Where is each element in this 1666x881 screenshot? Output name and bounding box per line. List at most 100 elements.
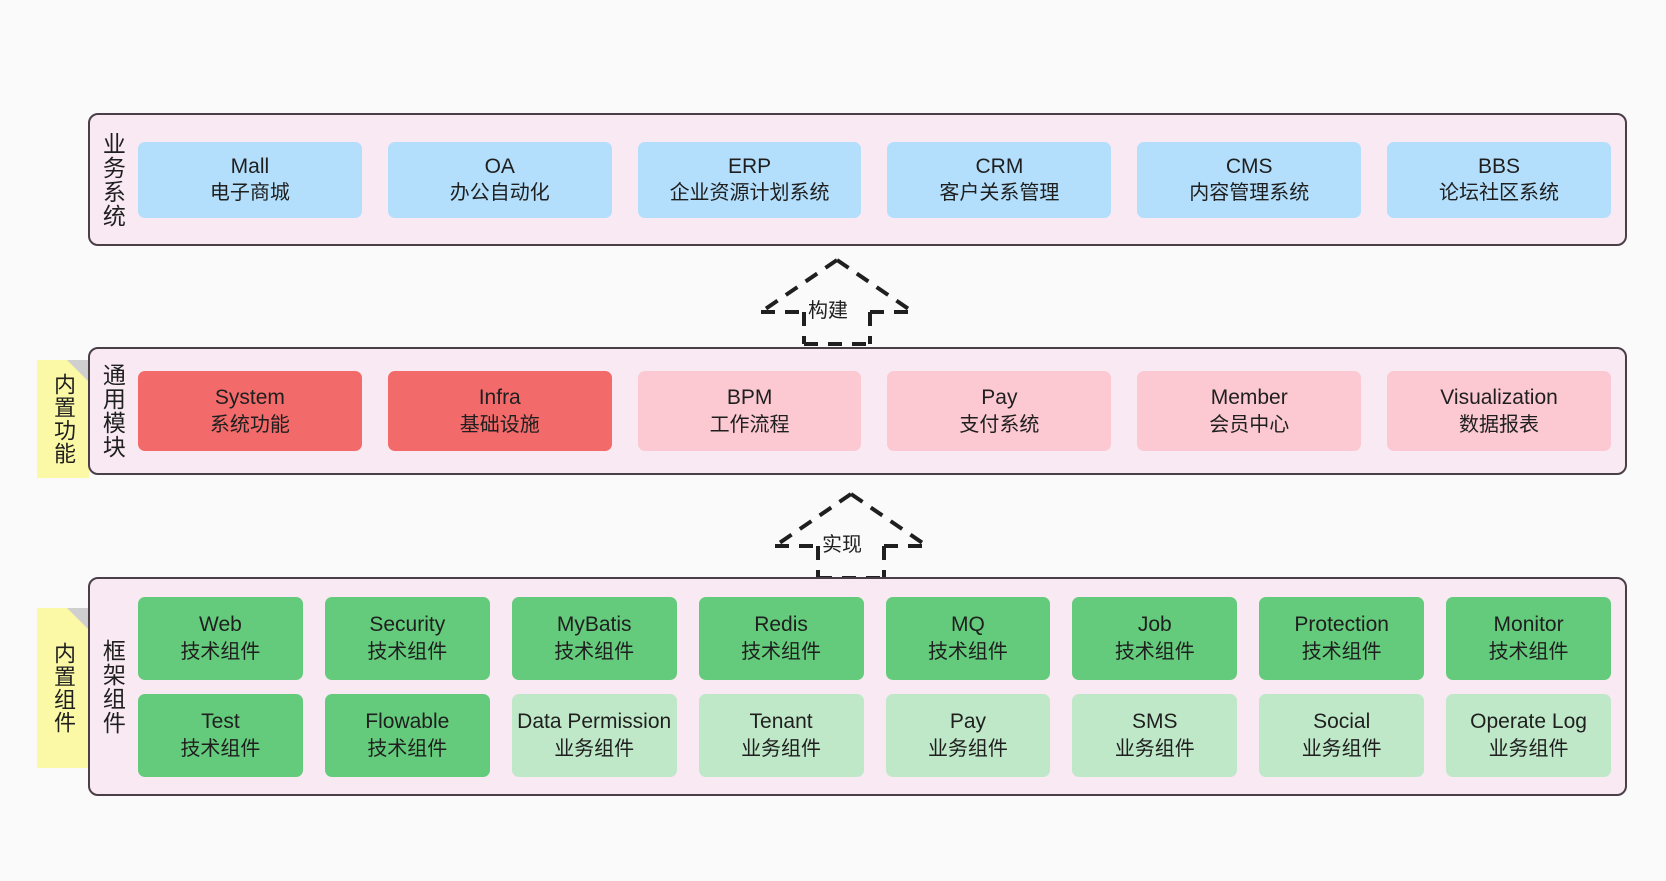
card-title-en: Mall xyxy=(230,154,270,178)
card-title-cn: 客户关系管理 xyxy=(939,182,1060,205)
card-title-en: MQ xyxy=(951,613,985,637)
card-title-en: SMS xyxy=(1132,710,1178,734)
card-title-cn: 技术组件 xyxy=(367,640,448,663)
card-title-en: Data Permission xyxy=(517,710,672,734)
card-title-cn: 企业资源计划系统 xyxy=(669,182,830,205)
card-pay-module[interactable]: Pay 支付系统 xyxy=(887,371,1112,451)
note-label: 内置组件 xyxy=(50,642,76,734)
note-builtin-functions: 内置功能 xyxy=(37,360,89,478)
card-title-en: Web xyxy=(199,613,242,637)
card-title-en: CRM xyxy=(975,154,1024,178)
card-row: Mall 电子商城 OA 办公自动化 ERP 企业资源计划系统 CRM 客户关系… xyxy=(138,141,1611,218)
card-title-en: MyBatis xyxy=(556,613,632,637)
card-visualization[interactable]: Visualization 数据报表 xyxy=(1387,371,1611,451)
card-monitor[interactable]: Monitor 技术组件 xyxy=(1446,596,1611,680)
card-title-cn: 技术组件 xyxy=(1114,640,1195,663)
arrow-implement-label: 实现 xyxy=(822,534,862,556)
card-crm[interactable]: CRM 客户关系管理 xyxy=(887,141,1112,218)
card-title-en: Pay xyxy=(981,386,1018,410)
card-title-en: Tenant xyxy=(749,710,813,734)
card-test[interactable]: Test 技术组件 xyxy=(138,693,303,777)
card-title-en: Flowable xyxy=(365,710,450,734)
arrow-build-icon xyxy=(759,258,915,346)
card-title-cn: 基础设施 xyxy=(459,413,540,436)
card-bpm[interactable]: BPM 工作流程 xyxy=(637,371,862,451)
card-protection[interactable]: Protection 技术组件 xyxy=(1259,596,1425,680)
card-flowable[interactable]: Flowable 技术组件 xyxy=(324,693,490,777)
card-title-en: Test xyxy=(201,710,240,734)
card-title-en: Member xyxy=(1210,386,1288,410)
layer-title-business: 业务系统 xyxy=(99,131,126,228)
card-job[interactable]: Job 技术组件 xyxy=(1072,596,1238,680)
card-pay-component[interactable]: Pay 业务组件 xyxy=(885,693,1051,777)
card-title-cn: 业务组件 xyxy=(1488,737,1569,760)
layer-business-systems: 业务系统 Mall 电子商城 OA 办公自动化 ERP 企业资源计划系统 CRM… xyxy=(88,113,1627,246)
layer-body-business: Mall 电子商城 OA 办公自动化 ERP 企业资源计划系统 CRM 客户关系… xyxy=(134,115,1625,244)
card-row: System 系统功能 Infra 基础设施 BPM 工作流程 Pay 支付系统… xyxy=(138,371,1611,451)
card-title-cn: 业务组件 xyxy=(1301,737,1382,760)
card-oa[interactable]: OA 办公自动化 xyxy=(387,141,612,218)
card-web[interactable]: Web 技术组件 xyxy=(138,596,303,680)
card-title-en: Job xyxy=(1137,613,1172,637)
layer-framework-components: 框架组件 Web 技术组件 Security 技术组件 MyBatis 技术组件… xyxy=(88,577,1627,796)
card-title-en: ERP xyxy=(727,154,772,178)
arrow-build-label: 构建 xyxy=(808,300,848,322)
card-security[interactable]: Security 技术组件 xyxy=(324,596,490,680)
card-title-cn: 工作流程 xyxy=(709,413,790,436)
card-social[interactable]: Social 业务组件 xyxy=(1259,693,1425,777)
card-mq[interactable]: MQ 技术组件 xyxy=(885,596,1051,680)
layer-title-modules: 通用模块 xyxy=(99,363,126,459)
layer-title-framework: 框架组件 xyxy=(99,638,126,735)
card-title-cn: 技术组件 xyxy=(1301,640,1382,663)
note-builtin-components: 内置组件 xyxy=(37,608,89,768)
arrow-implement-icon xyxy=(773,492,929,580)
card-erp[interactable]: ERP 企业资源计划系统 xyxy=(637,141,862,218)
card-title-en: Protection xyxy=(1294,613,1389,637)
card-title-en: Infra xyxy=(478,386,521,410)
card-mall[interactable]: Mall 电子商城 xyxy=(138,141,362,218)
card-bbs[interactable]: BBS 论坛社区系统 xyxy=(1387,141,1611,218)
arrow-build: 构建 xyxy=(752,256,922,346)
card-title-en: Operate Log xyxy=(1470,710,1587,734)
card-title-en: Monitor xyxy=(1493,613,1564,637)
card-mybatis[interactable]: MyBatis 技术组件 xyxy=(511,596,677,680)
card-title-cn: 技术组件 xyxy=(1488,640,1569,663)
card-title-cn: 办公自动化 xyxy=(449,182,550,205)
layer-common-modules: 通用模块 System 系统功能 Infra 基础设施 BPM 工作流程 Pay… xyxy=(88,347,1627,475)
card-title-en: Pay xyxy=(949,710,987,734)
card-redis[interactable]: Redis 技术组件 xyxy=(698,596,864,680)
card-title-cn: 技术组件 xyxy=(927,640,1008,663)
card-row-business: Test 技术组件 Flowable 技术组件 Data Permission … xyxy=(138,693,1611,777)
card-title-cn: 论坛社区系统 xyxy=(1439,182,1560,205)
card-title-cn: 业务组件 xyxy=(927,737,1008,760)
card-cms[interactable]: CMS 内容管理系统 xyxy=(1137,141,1362,218)
card-title-cn: 业务组件 xyxy=(554,737,635,760)
card-title-en: Visualization xyxy=(1440,386,1558,410)
card-title-en: CMS xyxy=(1225,154,1273,178)
card-title-en: BBS xyxy=(1478,154,1521,178)
card-title-cn: 技术组件 xyxy=(180,640,261,663)
note-label: 内置功能 xyxy=(50,373,76,465)
card-title-cn: 内容管理系统 xyxy=(1189,182,1310,205)
card-row-tech: Web 技术组件 Security 技术组件 MyBatis 技术组件 Redi… xyxy=(138,596,1611,680)
card-title-cn: 业务组件 xyxy=(741,737,822,760)
card-member[interactable]: Member 会员中心 xyxy=(1137,371,1362,451)
card-title-en: BPM xyxy=(726,386,773,410)
card-title-en: Security xyxy=(369,613,446,637)
card-system[interactable]: System 系统功能 xyxy=(138,371,362,451)
card-title-cn: 数据报表 xyxy=(1459,413,1540,436)
card-title-cn: 业务组件 xyxy=(1114,737,1195,760)
card-title-cn: 技术组件 xyxy=(367,737,448,760)
card-tenant[interactable]: Tenant 业务组件 xyxy=(698,693,864,777)
layer-body-framework: Web 技术组件 Security 技术组件 MyBatis 技术组件 Redi… xyxy=(134,579,1625,794)
card-data-permission[interactable]: Data Permission 业务组件 xyxy=(511,693,677,777)
card-infra[interactable]: Infra 基础设施 xyxy=(387,371,612,451)
card-operate-log[interactable]: Operate Log 业务组件 xyxy=(1446,693,1611,777)
card-title-en: Social xyxy=(1313,710,1371,734)
card-title-cn: 技术组件 xyxy=(741,640,822,663)
card-sms[interactable]: SMS 业务组件 xyxy=(1072,693,1238,777)
layer-body-modules: System 系统功能 Infra 基础设施 BPM 工作流程 Pay 支付系统… xyxy=(134,349,1625,473)
card-title-cn: 技术组件 xyxy=(554,640,635,663)
card-title-cn: 技术组件 xyxy=(180,737,261,760)
card-title-en: System xyxy=(214,386,285,410)
